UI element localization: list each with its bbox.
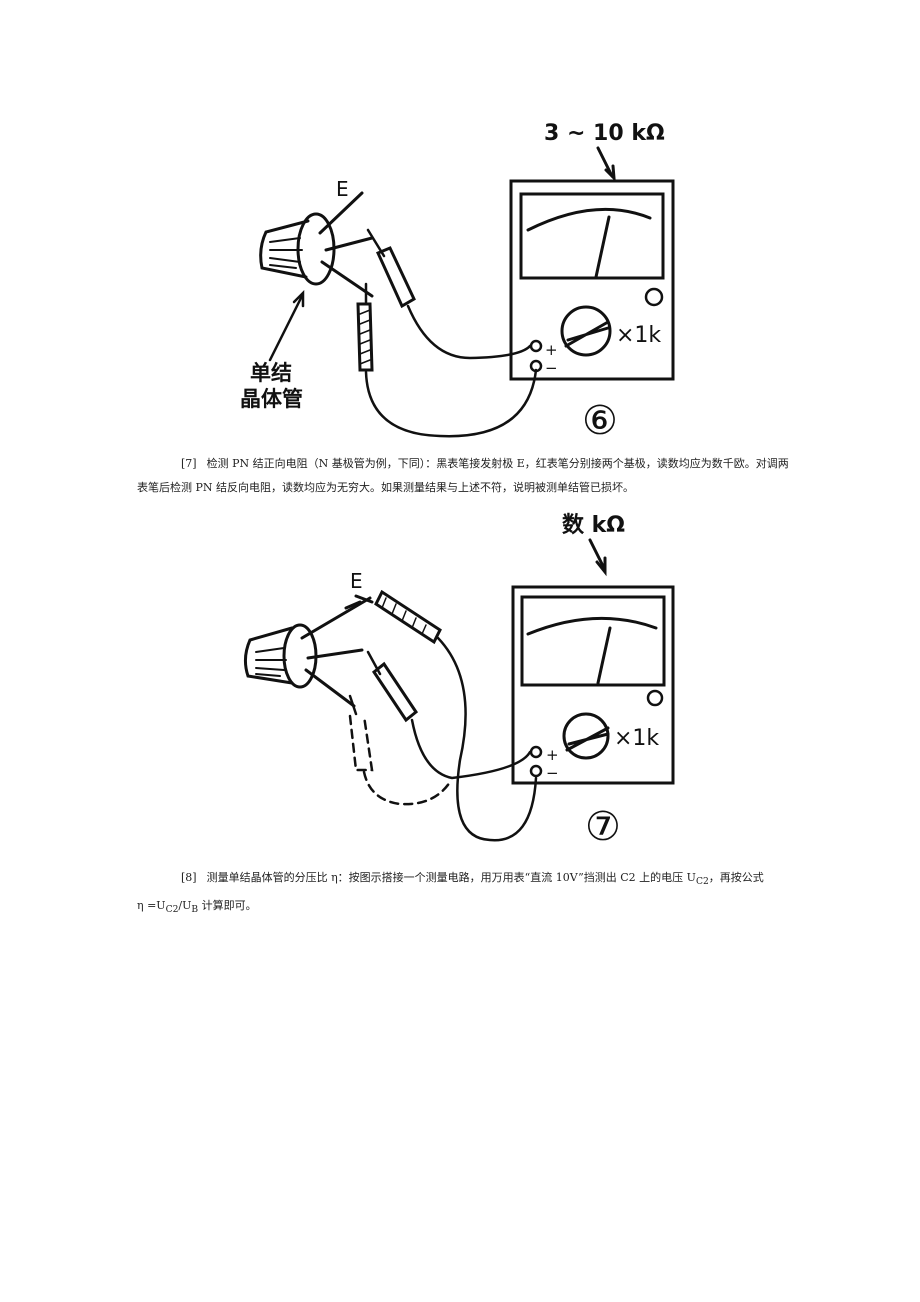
range-selector [562,712,610,760]
multimeter-body [509,179,675,381]
subscript-b: B [191,904,199,916]
range-label: 数 kΩ [562,512,625,538]
black-probe [374,589,442,645]
meter-window [519,192,665,280]
emitter-label: E [336,177,349,201]
range-arrow [588,538,606,570]
base-lead-1 [324,236,374,252]
meter-window [520,595,666,687]
multiplier-label: ×1k [616,323,661,348]
figure-6-diagram: 3 ~ 10 kΩ E 单结 晶体管 ×1k + − ⑥ [240,121,675,444]
alt-lead-dashed [362,770,452,806]
minus-label: − [546,764,559,782]
emitter-lead [300,596,372,640]
meter-needle [594,215,611,279]
minus-jack [529,764,543,778]
range-arrow [596,146,614,178]
meter-scale [526,616,658,636]
emitter-label: E [350,569,363,593]
paragraph-text-e: 计算即可。 [198,899,257,913]
transistor-body [243,626,294,685]
red-probe [375,246,416,309]
black-lead-wire [436,636,538,842]
range-label: 3 ~ 10 kΩ [544,121,665,146]
base-lead-2 [304,668,356,708]
transistor-body [259,219,310,279]
emitter-lead [318,191,364,235]
figure-number: ⑥ [582,398,618,444]
device-arrow [268,294,304,362]
base-lead-2 [320,260,374,298]
paragraph-text-b: ，再按公式 [708,871,764,884]
multimeter-body [511,585,675,785]
subscript-c2-formula: C2 [165,904,179,916]
red-lead-wire [410,718,532,780]
figure-7-diagram: 数 kΩ E ×1k + − ⑦ [243,512,675,850]
paragraph-number: [7] [181,457,197,470]
device-label-line2: 晶体管 [240,387,303,411]
meter-scale [526,207,652,232]
red-probe [371,661,419,723]
multiplier-label: ×1k [614,726,659,751]
plus-label: + [545,341,558,359]
black-lead-wire [364,368,538,438]
base-lead-1 [306,648,364,660]
alt-probe-tip [348,694,358,716]
adjust-knob [646,689,664,707]
paragraph-text-a: 测量单结晶体管的分压比 η：按图示搭接一个测量电路，用万用表“直流 10V”挡测… [206,871,696,884]
plus-jack [529,339,543,353]
meter-needle [596,626,612,685]
red-lead-wire [406,304,532,360]
black-probe [356,302,374,372]
adjust-knob [644,287,664,307]
minus-label: − [545,359,558,377]
paragraph-7: [7]检测 PN 结正向电阻（N 基极管为例，下同）：黑表笔接发射极 E，红表笔… [137,452,789,500]
paragraph-number: [8] [181,871,197,884]
alt-probe-dashed [348,714,374,772]
formula-eta: η =U [137,899,166,913]
range-selector [560,305,612,357]
subscript-c2: C2 [695,876,709,888]
plus-jack [529,745,543,759]
device-label-line1: 单结 [250,361,292,385]
figure-number: ⑦ [585,804,621,850]
paragraph-text: 检测 PN 结正向电阻（N 基极管为例，下同）：黑表笔接发射极 E，红表笔分别接… [137,457,789,494]
plus-label: + [546,746,559,764]
paragraph-8: [8] 测量单结晶体管的分压比 η：按图示搭接一个测量电路，用万用表“直流 10V… [137,866,789,922]
formula-divide: /U [178,899,192,913]
